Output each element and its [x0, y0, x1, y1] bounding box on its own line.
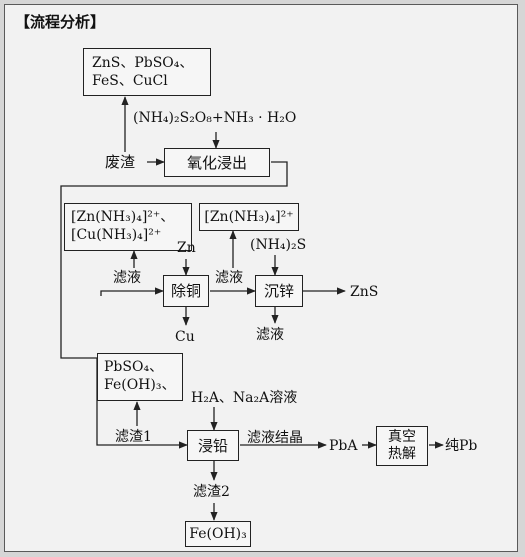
filtrate-label-1: 滤液: [113, 270, 141, 286]
lead-leach-box: 浸铅: [187, 430, 239, 461]
filtrate-label-2: 滤液: [215, 270, 243, 286]
cu-product-label: Cu: [175, 329, 195, 345]
residue-components-box: ZnS、PbSO₄、 FeS、CuCl: [83, 48, 211, 96]
residue1-label: 滤渣1: [115, 429, 152, 445]
residue2-label: 滤渣2: [193, 484, 230, 500]
fe-oh3-box: Fe(OH)₃: [185, 521, 251, 547]
line-leach-loop: [60, 161, 288, 359]
h2a-na2a-reagent-label: H₂A、Na₂A溶液: [191, 390, 298, 406]
pba-label: PbA: [329, 438, 358, 454]
flowchart-panel: 【流程分析】: [4, 4, 518, 552]
vacuum-pyrolysis-box: 真空 热解: [376, 426, 428, 466]
zn-cu-complex-box: [Zn(NH₃)₄]²⁺、 [Cu(NH₃)₄]²⁺: [64, 203, 192, 251]
zn-complex-box: [Zn(NH₃)₄]²⁺: [199, 203, 299, 231]
arrow-to-copper-removal: [100, 287, 164, 296]
filtrate-crystallization-label: 滤液结晶: [247, 430, 303, 446]
zns-product-label: ZnS: [350, 284, 379, 300]
copper-removal-box: 除铜: [163, 275, 209, 307]
zn-reagent-label: Zn: [177, 240, 196, 256]
residue1-components-box: PbSO₄、 Fe(OH)₃、: [97, 353, 183, 401]
reagent-persulfate-ammonia: (NH₄)₂S₂O₈+NH₃ · H₂O: [133, 110, 297, 126]
waste-residue-label: 废渣: [105, 153, 136, 171]
zinc-precipitation-box: 沉锌: [255, 275, 303, 307]
pure-pb-label: 纯Pb: [445, 438, 478, 454]
oxidative-leach-box: 氧化浸出: [164, 148, 270, 177]
flow-connectors: [60, 96, 444, 521]
nh4s-reagent-label: (NH₄)₂S: [250, 237, 307, 253]
section-header: 【流程分析】: [15, 13, 106, 31]
filtrate-label-3: 滤液: [256, 327, 284, 343]
